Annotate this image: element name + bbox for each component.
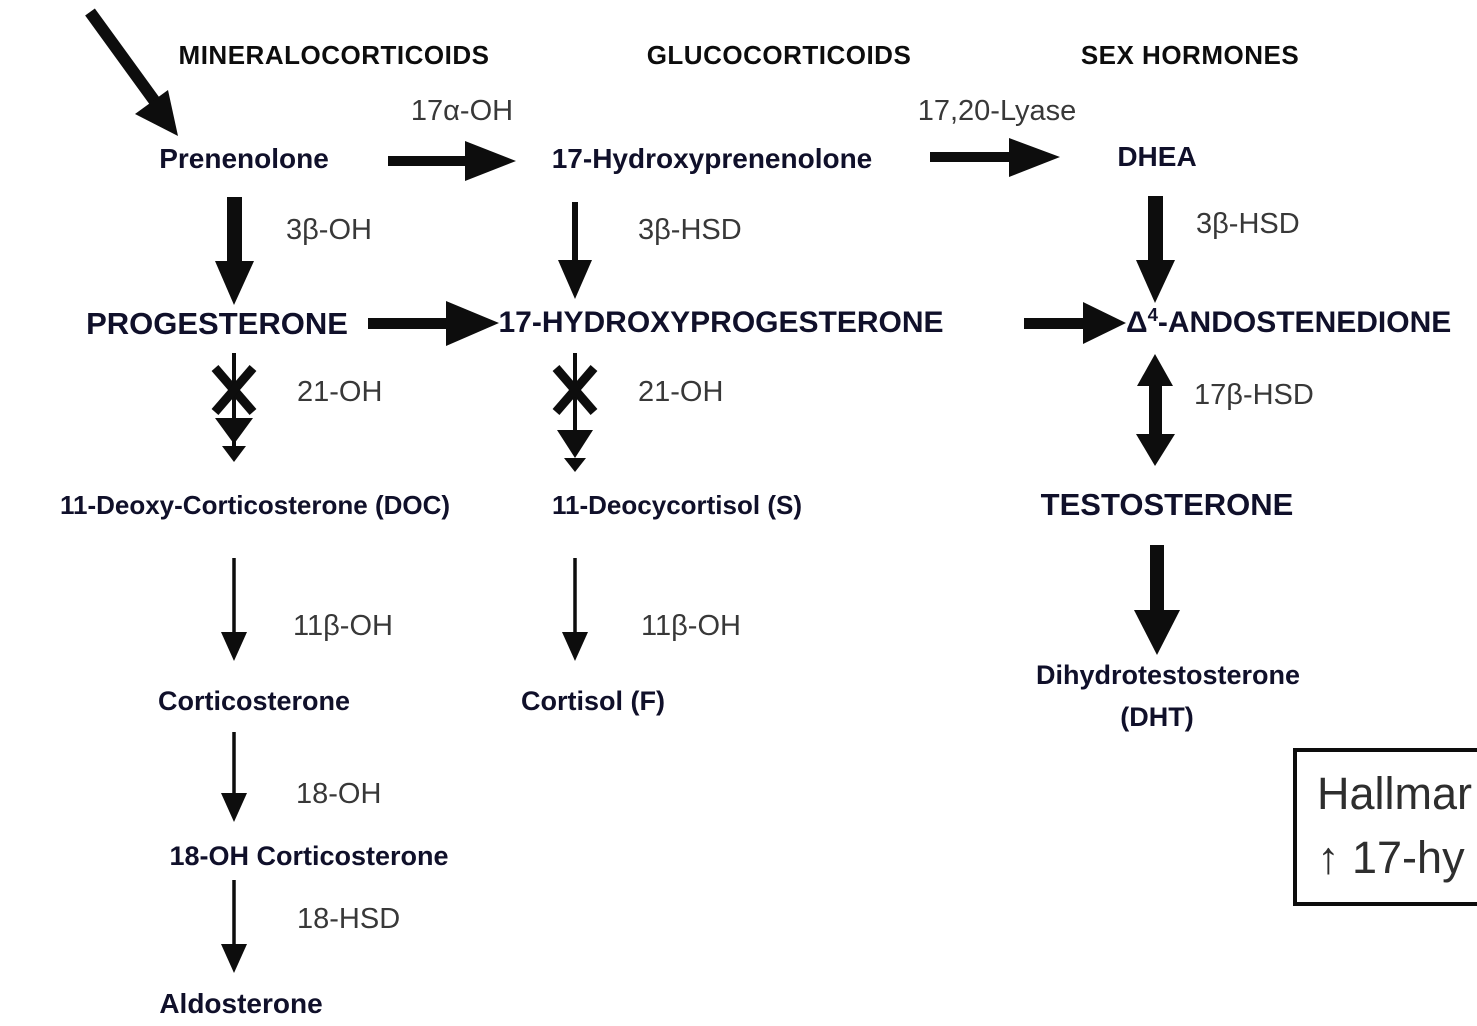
hallmark-note-box: Hallmar ↑ 17-hy <box>1293 748 1477 906</box>
arrow-progesterone-to-17ohprogesterone <box>368 301 499 346</box>
arrow-into-androstenedione <box>1024 302 1126 344</box>
arrow-dhea-to-androstenedione <box>1136 196 1175 303</box>
arrow-doc-to-corticosterone <box>221 558 247 661</box>
double-arrow-androstenedione-testosterone <box>1136 354 1175 466</box>
header-sex-hormones: SEX HORMONES <box>1080 40 1300 70</box>
compound-aldosterone: Aldosterone <box>159 988 323 1019</box>
compound-dht-abbrev: (DHT) <box>1120 702 1194 732</box>
compound-cortisol: Cortisol (F) <box>521 686 665 716</box>
arrow-pregnenolone-to-17ohpregnenolone <box>388 141 516 181</box>
enzyme-18-oh: 18-OH <box>296 778 382 810</box>
compound-18-oh-corticosterone: 18-OH Corticosterone <box>169 841 449 871</box>
compound-dihydrotestosterone: Dihydrotestosterone <box>1035 660 1301 690</box>
arrow-corticosterone-to-18oh <box>221 732 247 822</box>
arrow-17ohpregnenolone-to-17ohprogesterone <box>558 202 592 299</box>
enzyme-18-hsd: 18-HSD <box>297 903 401 935</box>
enzyme-17a-hydroxylase: 17α-OH <box>410 95 514 127</box>
compound-androstenedione: Δ4-ANDOSTENEDIONE <box>1126 304 1451 340</box>
compound-corticosterone: Corticosterone <box>157 686 351 716</box>
enzyme-3b-hsd-mid: 3β-HSD <box>638 214 742 246</box>
compound-17-hydroxyprogesterone: 17-HYDROXYPROGESTERONE <box>498 306 944 339</box>
enzyme-11b-oh-mid: 11β-OH <box>641 610 741 642</box>
arrow-18oh-to-aldosterone <box>221 880 247 973</box>
arrow-deoxycortisol-to-cortisol <box>562 558 588 661</box>
arrow-pregnenolone-to-progesterone <box>215 197 254 305</box>
compound-testosterone: TESTOSTERONE <box>1040 487 1294 522</box>
enzyme-21-oh-mid: 21-OH <box>638 376 724 408</box>
header-glucocorticoids: GLUCOCORTICOIDS <box>646 40 912 70</box>
input-diagonal-arrow <box>85 8 178 136</box>
compound-11-deoxycortisol: 11-Deocycortisol (S) <box>552 490 802 520</box>
enzyme-3b-oh: 3β-OH <box>286 214 372 246</box>
compound-pregnenolone: Prenenolone <box>159 143 329 174</box>
compound-dhea: DHEA <box>1117 141 1197 172</box>
blocked-arrow-21oh-left <box>211 353 257 462</box>
arrow-17ohpregnenolone-to-dhea <box>930 138 1060 177</box>
enzyme-17b-hsd: 17β-HSD <box>1194 379 1314 411</box>
enzyme-17-20-lyase: 17,20-Lyase <box>917 95 1077 127</box>
delta-symbol: Δ <box>1126 306 1148 339</box>
compound-17-hydroxypregnenolone: 17-Hydroxyprenenolone <box>551 143 873 174</box>
compound-11-deoxy-corticosterone: 11-Deoxy-Corticosterone (DOC) <box>59 490 451 520</box>
enzyme-11b-oh-left: 11β-OH <box>293 610 393 642</box>
arrow-testosterone-to-dht <box>1134 545 1180 655</box>
androstenedione-name: -ANDOSTENEDIONE <box>1157 306 1452 339</box>
delta-superscript-4: 4 <box>1147 304 1158 325</box>
enzyme-3b-hsd-right: 3β-HSD <box>1196 208 1300 240</box>
enzyme-21-oh-left: 21-OH <box>297 376 383 408</box>
compound-progesterone: PROGESTERONE <box>86 306 348 341</box>
note-line-1: Hallmar <box>1317 768 1473 819</box>
header-mineralocorticoids: MINERALOCORTICOIDS <box>178 40 490 70</box>
note-line-2: ↑ 17-hy <box>1317 831 1465 883</box>
blocked-arrow-21oh-mid <box>552 353 598 472</box>
